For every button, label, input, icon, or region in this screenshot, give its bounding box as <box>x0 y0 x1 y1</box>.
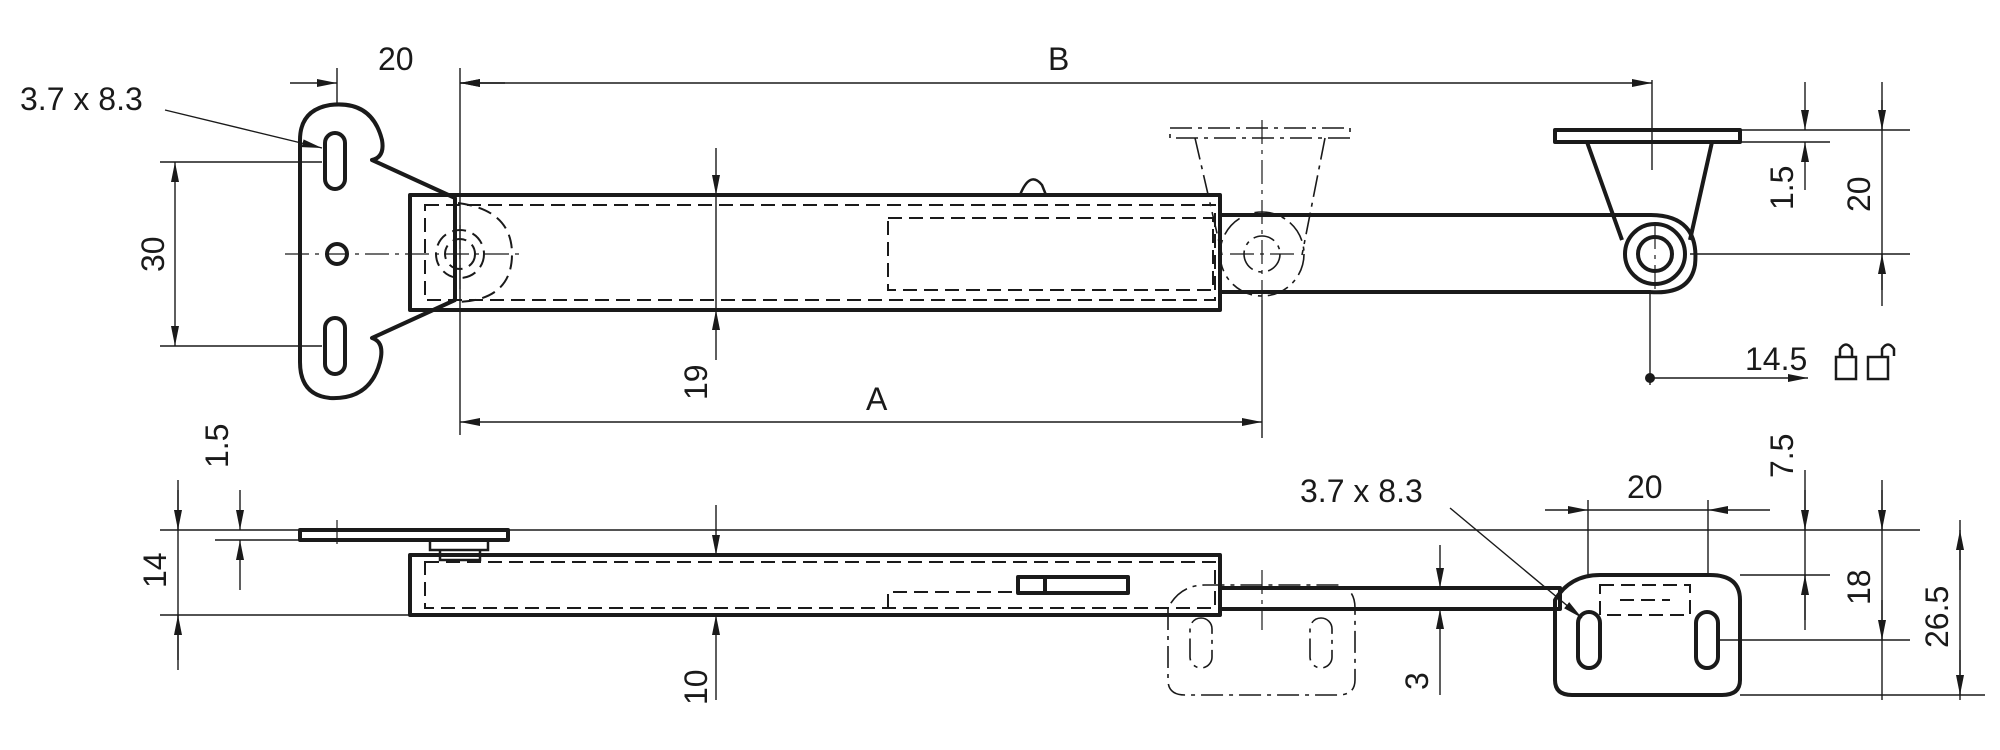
dim-30-label: 30 <box>135 236 171 272</box>
side-main-body <box>408 553 1222 617</box>
body-nub <box>1018 178 1048 196</box>
dim-right-20-label: 20 <box>1841 176 1877 212</box>
padlock-closed-icon <box>1834 343 1858 381</box>
side-20-label: 20 <box>1627 469 1663 505</box>
side-ghost-slot-a <box>1189 617 1213 669</box>
dim-A-label: A <box>866 381 888 417</box>
side-arm <box>1218 586 1562 611</box>
side-latch <box>1016 575 1130 595</box>
main-body <box>408 193 1222 312</box>
side-right-bracket <box>1553 573 1742 697</box>
side-right-hidden-mech <box>1599 584 1691 616</box>
side-left-plate <box>298 528 510 542</box>
dim-20-label: 20 <box>378 41 414 77</box>
side-18-label: 18 <box>1841 569 1877 605</box>
left-pivot-lobe <box>457 202 514 303</box>
main-body-hidden <box>424 204 1216 301</box>
side-view: 1.5 14 10 3 3.7 x 8.3 20 7.5 <box>137 424 1985 705</box>
side-ghost-bracket <box>1167 584 1356 696</box>
side-ghost-slot-b <box>1309 617 1333 669</box>
side-7-5-label: 7.5 <box>1764 434 1800 478</box>
side-3-label: 3 <box>1399 672 1435 690</box>
side-main-body-hidden <box>424 561 1216 609</box>
side-10-label: 10 <box>678 669 714 705</box>
side-slot-callout-leader <box>1449 507 1583 619</box>
side-14-label: 14 <box>137 552 173 588</box>
right-bracket-plate <box>1553 128 1742 144</box>
side-right-slot-b <box>1694 610 1720 670</box>
side-hidden-step <box>887 591 1020 608</box>
ghost-bracket <box>1169 127 1351 256</box>
left-bracket-slot-top <box>323 131 347 191</box>
dim-14-5-label: 14.5 <box>1745 341 1807 377</box>
side-1-5-label: 1.5 <box>199 424 235 468</box>
slot-callout-leader <box>164 109 323 149</box>
right-bracket-arms <box>1585 141 1714 241</box>
dim-right-1-5-label: 1.5 <box>1764 166 1800 210</box>
slot-callout-label: 3.7 x 8.3 <box>20 81 143 117</box>
arm <box>1220 213 1698 295</box>
side-right-slot-a <box>1576 610 1602 670</box>
dim-B-label: B <box>1048 41 1069 77</box>
dim-19-label: 19 <box>678 364 714 400</box>
top-view: 20 B 3.7 x 8.3 30 19 A 1.5 20 <box>20 41 1910 438</box>
left-bracket-slot-bottom <box>323 316 347 376</box>
side-slot-callout-label: 3.7 x 8.3 <box>1300 473 1423 509</box>
padlock-open-icon <box>1866 343 1896 381</box>
side-26-5-label: 26.5 <box>1919 586 1955 648</box>
main-body-hidden-slot <box>887 217 1214 291</box>
